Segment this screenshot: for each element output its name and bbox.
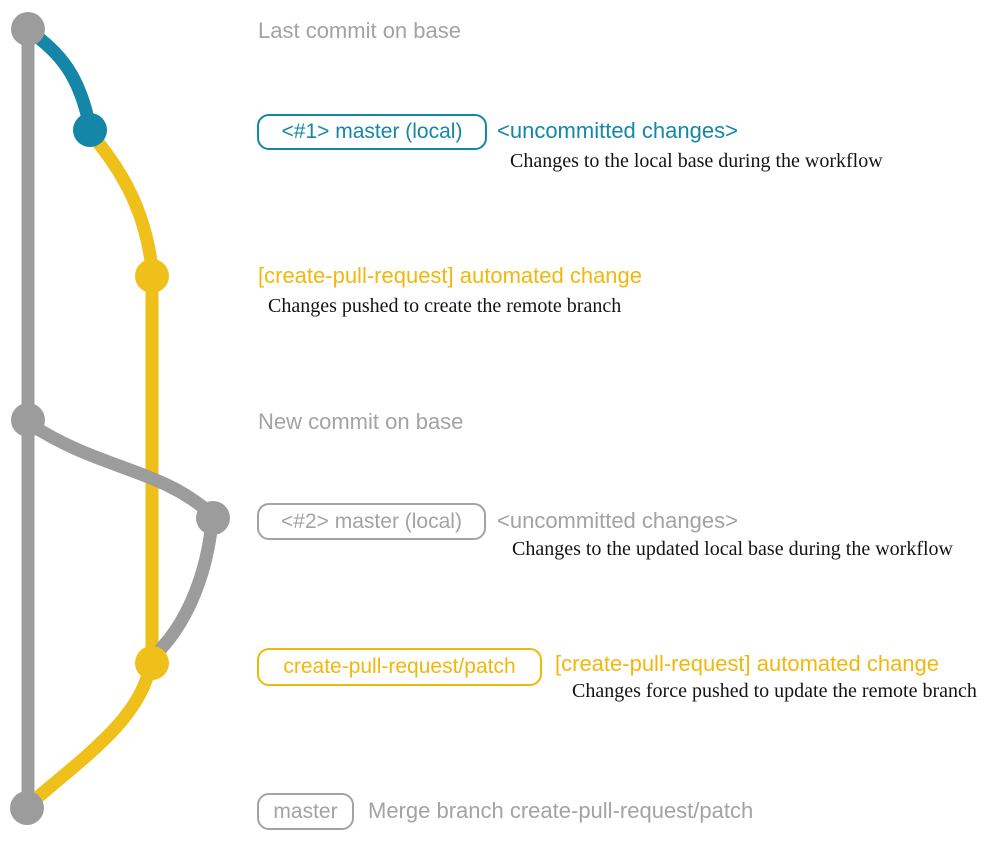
branch-tag-create-pull-request-patch: create-pull-request/patch: [257, 648, 542, 686]
label-merge-branch: Merge branch create-pull-request/patch: [368, 798, 754, 823]
branch-tag-label: <#2> master (local): [281, 509, 462, 533]
caption-changes-force-pushed: Changes force pushed to update the remot…: [572, 680, 977, 702]
label-automated-change-1: [create-pull-request] automated change: [258, 263, 643, 288]
label-automated-change-2: [create-pull-request] automated change: [555, 651, 940, 676]
branch-tag-label: <#1> master (local): [281, 120, 463, 143]
local-change-edge-2: [23, 417, 218, 521]
branch-tag-master-local-2: <#2> master (local): [257, 503, 486, 540]
caption-local-base-changes: Changes to the local base during the wor…: [510, 150, 883, 172]
local-change-edge-1: [21, 23, 97, 135]
commit-dot-merge: [10, 791, 44, 825]
commit-dot-patch-1: [135, 259, 169, 293]
commit-dot-patch-2: [135, 646, 169, 680]
commit-dot-local-1: [73, 113, 107, 147]
commit-dot-local-2: [196, 501, 230, 535]
label-new-commit-on-base: New commit on base: [258, 409, 464, 434]
commit-dot-last-base: [11, 12, 45, 46]
branch-tag-label: create-pull-request/patch: [283, 655, 516, 678]
commit-dot-new-base: [11, 403, 45, 437]
label-last-commit-on-base: Last commit on base: [258, 18, 461, 43]
caption-changes-pushed: Changes pushed to create the remote bran…: [268, 295, 622, 317]
branch-tag-label: master: [273, 799, 338, 823]
label-uncommitted-changes-1: <uncommitted changes>: [497, 118, 738, 143]
patch-branch-edge-1: [84, 127, 159, 277]
force-push-edge: [149, 515, 219, 661]
label-uncommitted-changes-2: <uncommitted changes>: [497, 508, 738, 533]
merge-edge: [23, 659, 157, 811]
branch-tag-master: master: [257, 793, 354, 830]
branch-tag-master-local-1: <#1> master (local): [257, 114, 487, 150]
caption-updated-local-base-changes: Changes to the updated local base during…: [512, 538, 953, 560]
